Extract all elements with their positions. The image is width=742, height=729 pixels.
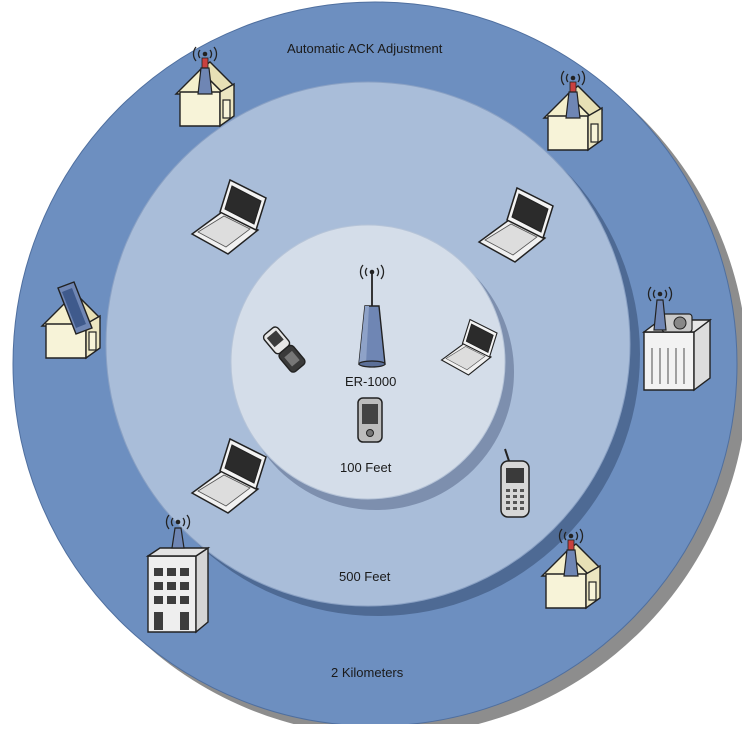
house-with-antenna-icon-top-left [175, 46, 235, 127]
inner-ring-label: 100 Feet [340, 460, 392, 475]
house-with-dish-icon [41, 281, 101, 359]
house-with-antenna-icon-bottom-right [541, 528, 601, 609]
pda-icon [357, 397, 383, 443]
cell-phone-icon [500, 448, 530, 518]
outer-ring-label: 2 Kilometers [331, 665, 404, 680]
house-with-antenna-icon-top-right [543, 70, 603, 151]
flip-phone-icon [262, 326, 306, 373]
office-building-icon [641, 286, 713, 392]
diagram-title: Automatic ACK Adjustment [287, 41, 443, 56]
center-device-label: ER-1000 [345, 374, 397, 389]
access-point-icon [358, 264, 386, 368]
tall-building-icon [145, 514, 211, 634]
middle-ring-label: 500 Feet [339, 569, 391, 584]
